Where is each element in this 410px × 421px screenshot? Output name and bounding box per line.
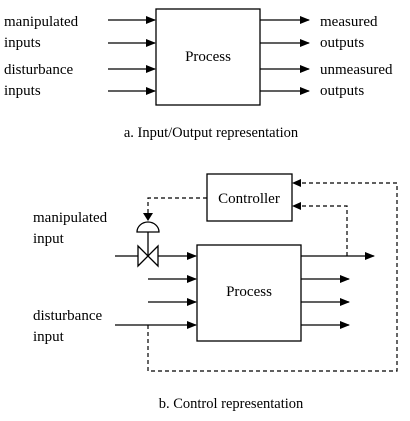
- feedforward-signal: [147, 182, 398, 372]
- control-process-box: [196, 244, 302, 342]
- control-caption: b. Control representation: [159, 396, 304, 412]
- left-label-3: disturbance: [4, 62, 73, 78]
- left-label-2: inputs: [4, 35, 41, 51]
- feedforward-arrowhead: [292, 179, 301, 187]
- measured-feedback-signal: [300, 205, 348, 256]
- left-label-4: inputs: [4, 83, 41, 99]
- io-process-box: [155, 8, 261, 106]
- io-process-label: Process: [185, 49, 231, 65]
- controller-label: Controller: [218, 191, 280, 207]
- valve-signal-arrowhead: [143, 213, 153, 221]
- io-representation: manipulated inputs disturbance inputs Pr…: [4, 8, 393, 141]
- right-label-1: measured: [320, 14, 378, 30]
- manipulated-label-1: manipulated: [33, 210, 108, 226]
- right-label-4: outputs: [320, 83, 364, 99]
- right-label-3: unmeasured: [320, 62, 393, 78]
- io-caption: a. Input/Output representation: [124, 125, 299, 141]
- disturbance-label-2: input: [33, 329, 65, 345]
- right-label-2: outputs: [320, 35, 364, 51]
- valve-actuator-icon: [136, 221, 160, 233]
- control-process-label: Process: [226, 284, 272, 300]
- controller-box: [206, 173, 293, 222]
- feedback-arrowhead-1: [292, 202, 301, 210]
- controller-to-valve-signal: [147, 197, 207, 214]
- left-label-1: manipulated: [4, 14, 79, 30]
- manipulated-label-2: input: [33, 231, 65, 247]
- disturbance-label-1: disturbance: [33, 308, 102, 324]
- control-valve-icon: [137, 244, 159, 268]
- control-representation: Controller manipulated input disturbance…: [33, 173, 398, 412]
